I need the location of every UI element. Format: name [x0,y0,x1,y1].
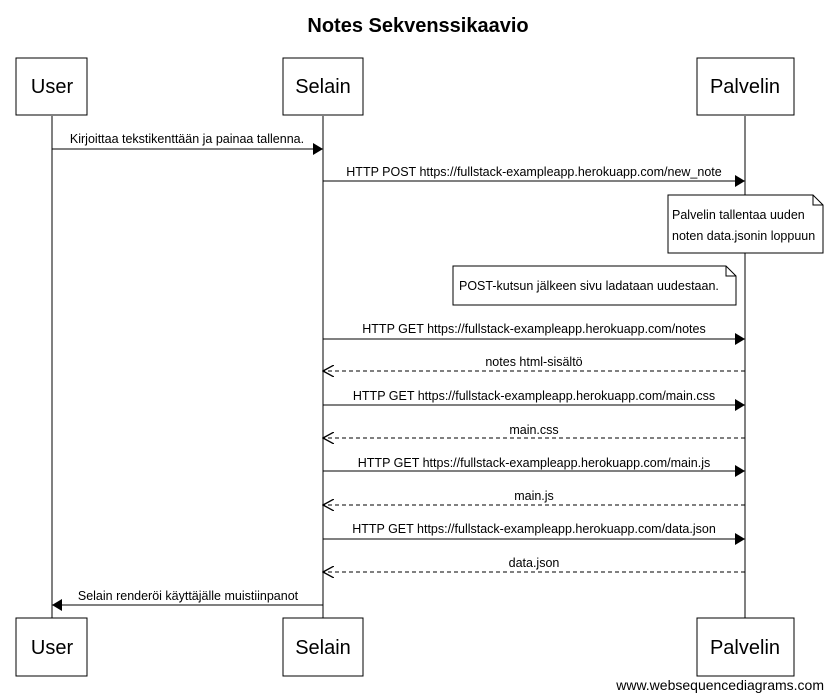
actor-label: Palvelin [710,637,780,659]
message-label: HTTP GET https://fullstack-exampleapp.he… [352,522,716,536]
actor-palvelin-top: Palvelin [696,57,795,116]
message-label: data.json [509,556,560,570]
note-line: noten data.jsonin loppuun [672,229,815,243]
message-label: HTTP GET https://fullstack-exampleapp.he… [362,322,705,336]
message-label: Kirjoittaa tekstikenttään ja painaa tall… [70,132,304,146]
note-line: POST-kutsun jälkeen sivu ladataan uudest… [459,279,719,293]
message-label: HTTP GET https://fullstack-exampleapp.he… [358,456,710,470]
actor-label: Palvelin [710,76,780,98]
message-6: main.css [323,423,745,438]
actor-user-top: User [15,57,88,116]
message-label: notes html-sisältö [485,355,582,369]
note-1: Palvelin tallentaa uuden noten data.json… [667,194,824,254]
message-label: Selain renderöi käyttäjälle muistiinpano… [78,589,299,603]
actor-label: Selain [295,76,351,98]
message-5: HTTP GET https://fullstack-exampleapp.he… [323,389,745,411]
note-line: Palvelin tallentaa uuden [672,208,805,222]
diagram-title: Notes Sekvenssikaavio [307,15,528,37]
message-11: Selain renderöi käyttäjälle muistiinpano… [52,589,323,611]
message-label: main.js [514,489,554,503]
actor-label: User [31,637,74,659]
actor-selain-top: Selain [282,57,364,116]
message-3: HTTP GET https://fullstack-exampleapp.he… [323,322,745,345]
actor-user-bottom: User [15,617,88,677]
note-2: POST-kutsun jälkeen sivu ladataan uudest… [452,265,737,306]
message-label: main.css [509,423,558,437]
actor-palvelin-bottom: Palvelin [696,617,795,677]
message-label: HTTP POST https://fullstack-exampleapp.h… [346,165,721,179]
message-2: HTTP POST https://fullstack-exampleapp.h… [323,165,745,187]
actor-selain-bottom: Selain [282,617,364,677]
actor-label: Selain [295,637,351,659]
message-9: HTTP GET https://fullstack-exampleapp.he… [323,522,745,545]
message-4: notes html-sisältö [323,355,745,371]
lifelines [51,116,746,618]
actor-label: User [31,76,74,98]
message-label: HTTP GET https://fullstack-exampleapp.he… [353,389,715,403]
footer-link[interactable]: www.websequencediagrams.com [615,677,824,693]
message-7: HTTP GET https://fullstack-exampleapp.he… [323,456,745,477]
message-10: data.json [323,556,745,572]
message-1: Kirjoittaa tekstikenttään ja painaa tall… [52,132,323,155]
message-8: main.js [323,489,745,505]
